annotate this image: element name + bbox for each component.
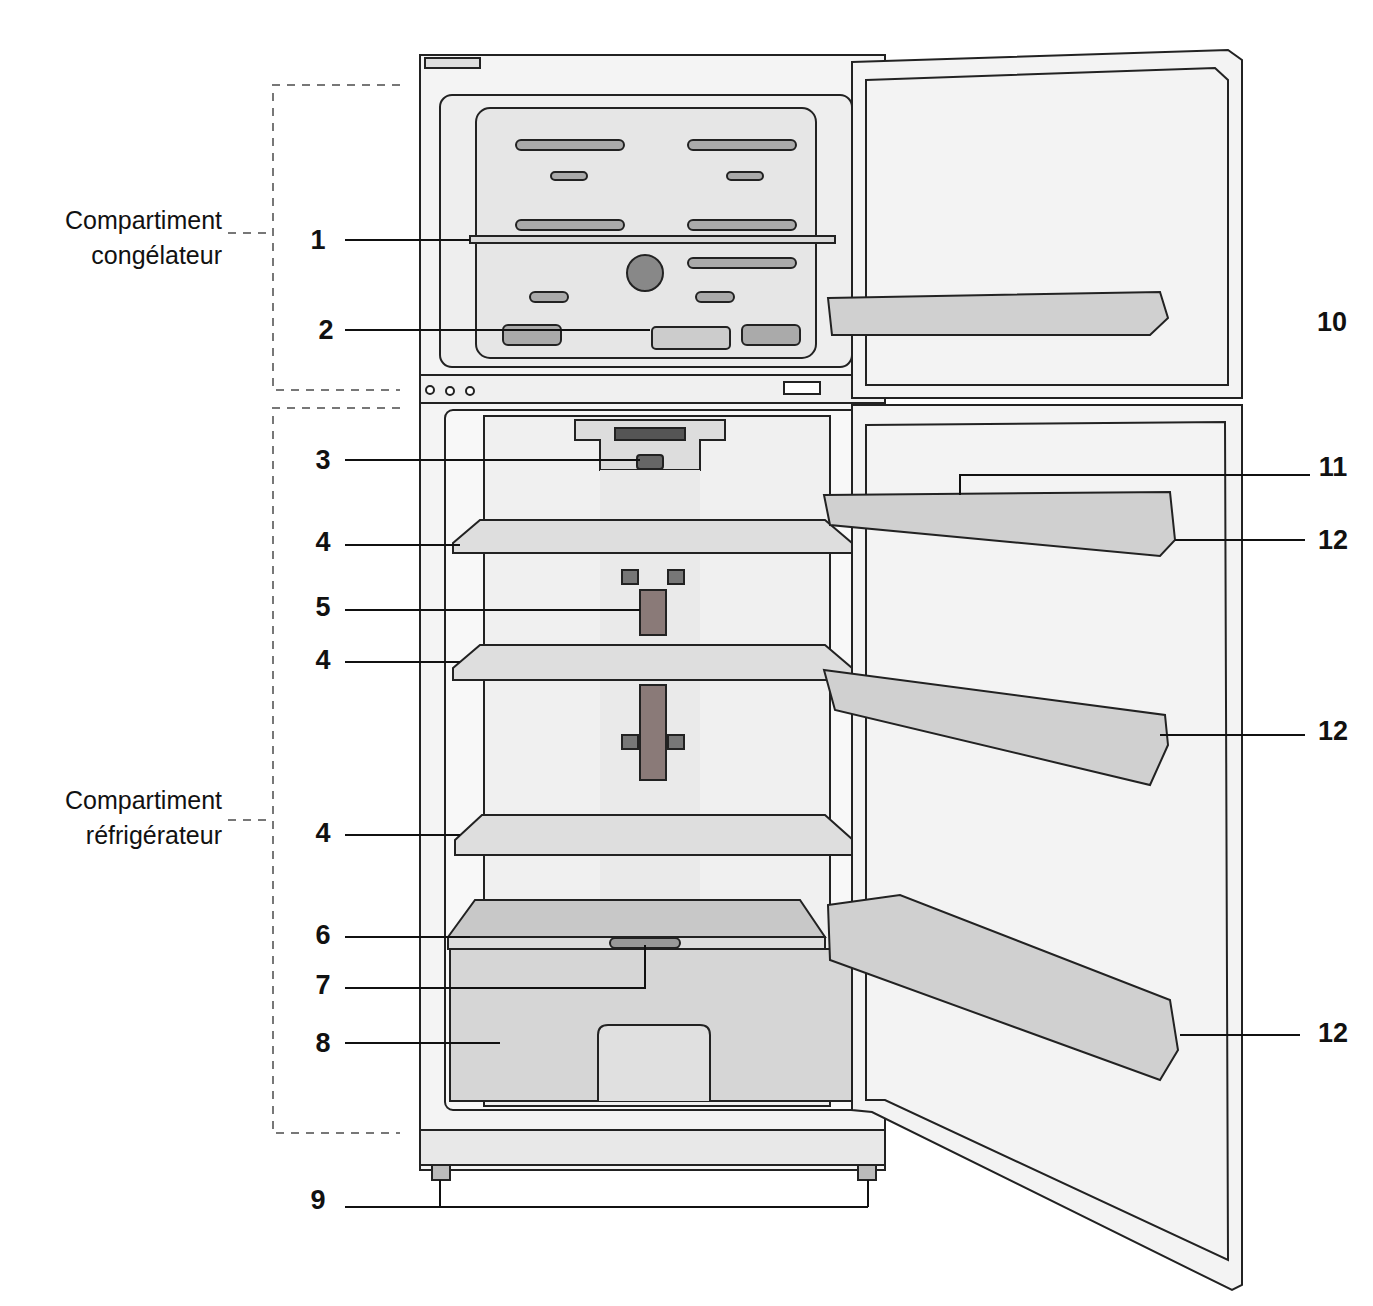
compartment-label: Compartiment congélateur bbox=[0, 203, 222, 273]
callout-number: 1 bbox=[310, 225, 325, 256]
callout-number: 12 bbox=[1318, 716, 1348, 747]
crisper-drawer bbox=[448, 900, 855, 1101]
fridge-body bbox=[420, 55, 885, 1180]
callout-number: 12 bbox=[1318, 1018, 1348, 1049]
compartment-label: Compartiment réfrigérateur bbox=[0, 783, 222, 853]
callout-number: 3 bbox=[315, 445, 330, 476]
callout-number: 8 bbox=[315, 1028, 330, 1059]
ice-tray-shelf bbox=[470, 236, 835, 243]
freezer-vents bbox=[503, 140, 800, 349]
callout-number: 6 bbox=[315, 920, 330, 951]
callout-number: 11 bbox=[1319, 452, 1348, 483]
callout-number: 2 bbox=[318, 315, 333, 346]
leader-lines bbox=[345, 240, 1310, 1207]
callout-number: 9 bbox=[310, 1185, 325, 1216]
callout-number: 10 bbox=[1317, 307, 1347, 338]
callout-number: 7 bbox=[315, 970, 330, 1001]
glass-shelves bbox=[453, 520, 853, 855]
callout-number: 4 bbox=[315, 645, 330, 676]
callout-number: 12 bbox=[1318, 525, 1348, 556]
callout-number: 5 bbox=[315, 592, 330, 623]
callout-number: 4 bbox=[315, 818, 330, 849]
doors bbox=[824, 50, 1242, 1290]
callout-number: 4 bbox=[315, 527, 330, 558]
